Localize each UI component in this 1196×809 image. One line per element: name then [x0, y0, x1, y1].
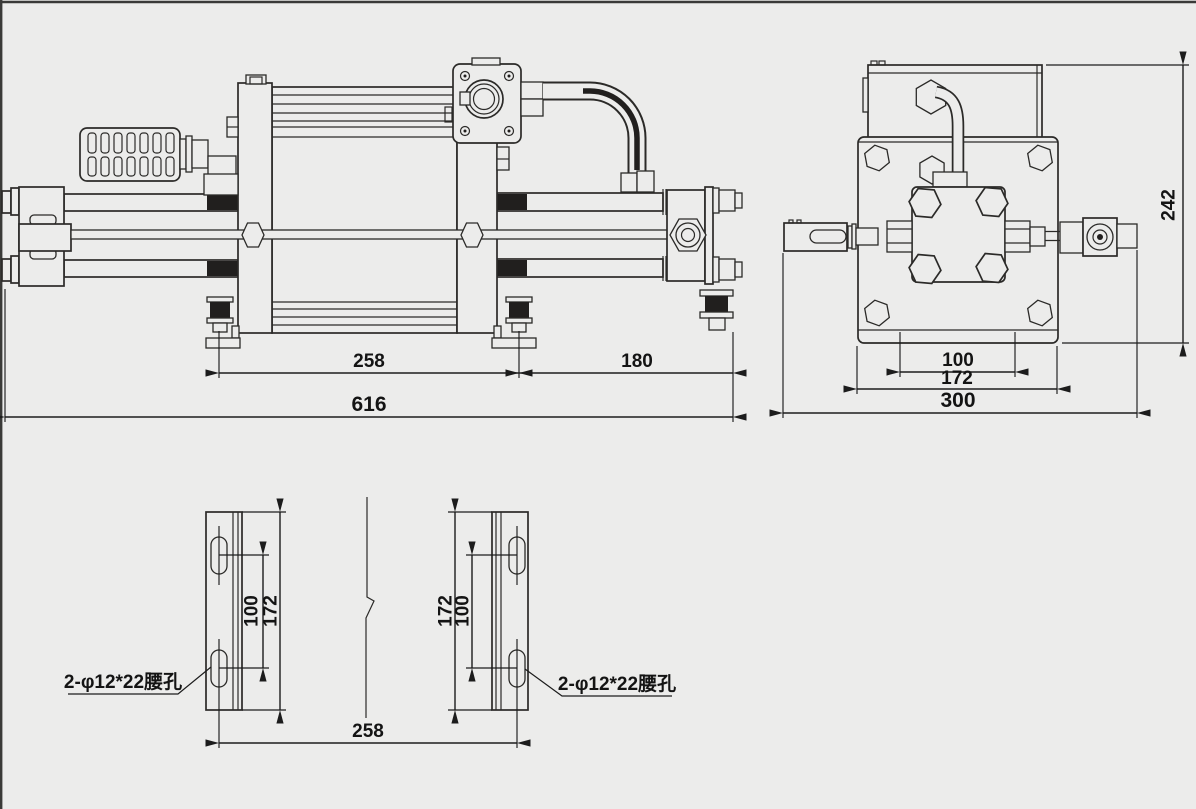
- dim-bracket-258: 258: [352, 721, 384, 742]
- break-line: [365, 497, 375, 718]
- dim-bracket-left-100: 100: [242, 595, 263, 627]
- air-valve-block: [452, 57, 522, 144]
- dim-bracket-right-172: 172: [436, 595, 457, 627]
- bracket-left: [205, 511, 243, 748]
- dim-end-300: 300: [940, 389, 975, 412]
- dim-end-172: 172: [941, 368, 973, 389]
- rod-nut-left: [241, 222, 265, 248]
- pipe-coupling: [620, 172, 638, 193]
- foot-right: [491, 337, 537, 349]
- end-bolt-lower: [718, 258, 736, 281]
- right-fitting-nut: [1004, 220, 1031, 253]
- end-bolt-upper: [718, 189, 736, 212]
- elbow-fitting: [207, 155, 237, 177]
- dimensions-bracket-left: 100 172: [219, 498, 286, 724]
- slot-label-left: 2-φ12*22腰孔: [64, 666, 212, 695]
- dim-end-100: 100: [942, 350, 974, 371]
- tie-tubes-left: [63, 193, 239, 278]
- dim-bracket-right-100: 100: [453, 595, 474, 627]
- side-view: 258 180 616: [0, 57, 747, 422]
- dim-side-258: 258: [353, 351, 385, 372]
- muffler-nut: [191, 139, 209, 169]
- dimensions-side: 258 180 616: [0, 289, 747, 422]
- foot-left: [205, 337, 241, 349]
- muffler: [79, 127, 181, 182]
- slot-label-right: 2-φ12*22腰孔: [524, 668, 676, 697]
- bracket-right: [491, 511, 529, 748]
- tie-tubes-right: [496, 189, 667, 281]
- end-left-arm: [783, 219, 913, 253]
- yoke-bolt-lower: [1, 258, 12, 282]
- end-right-arm: [1004, 217, 1138, 257]
- slot-label-right-text: 2-φ12*22腰孔: [558, 673, 676, 695]
- left-yoke-assembly: [1, 186, 72, 287]
- end-valve-block: [908, 186, 1009, 285]
- outlet-elbow-pipe: [520, 81, 655, 193]
- mounting-feet: [205, 296, 537, 349]
- muffler-assembly: [79, 127, 239, 196]
- dim-bracket-left-172: 172: [261, 595, 282, 627]
- slot-label-left-text: 2-φ12*22腰孔: [64, 671, 182, 693]
- dim-end-242: 242: [1159, 189, 1180, 221]
- yoke-bolt-upper: [1, 190, 12, 214]
- bracket-detail-view: 100 172 172 100 258 2-φ12*22腰孔: [64, 497, 676, 748]
- muffler-washer: [179, 138, 187, 170]
- dim-side-616: 616: [351, 393, 386, 416]
- end-view: 100 172 300 242: [769, 51, 1189, 418]
- rod-clamp: [18, 223, 72, 252]
- dimensions-end: 100 172 300 242: [769, 51, 1189, 418]
- front-flange: [237, 82, 273, 334]
- dimension-bracket-span: 258: [205, 721, 531, 747]
- pipe-fitting: [520, 81, 544, 100]
- main-cylinder: [226, 74, 510, 334]
- dim-side-180: 180: [621, 351, 653, 372]
- hp-end-block: [666, 186, 743, 331]
- dimensions-bracket-right: 172 100: [436, 498, 517, 724]
- arm-slot: [809, 229, 847, 244]
- left-fitting-nut: [886, 220, 913, 253]
- rod-nut-right: [460, 222, 484, 248]
